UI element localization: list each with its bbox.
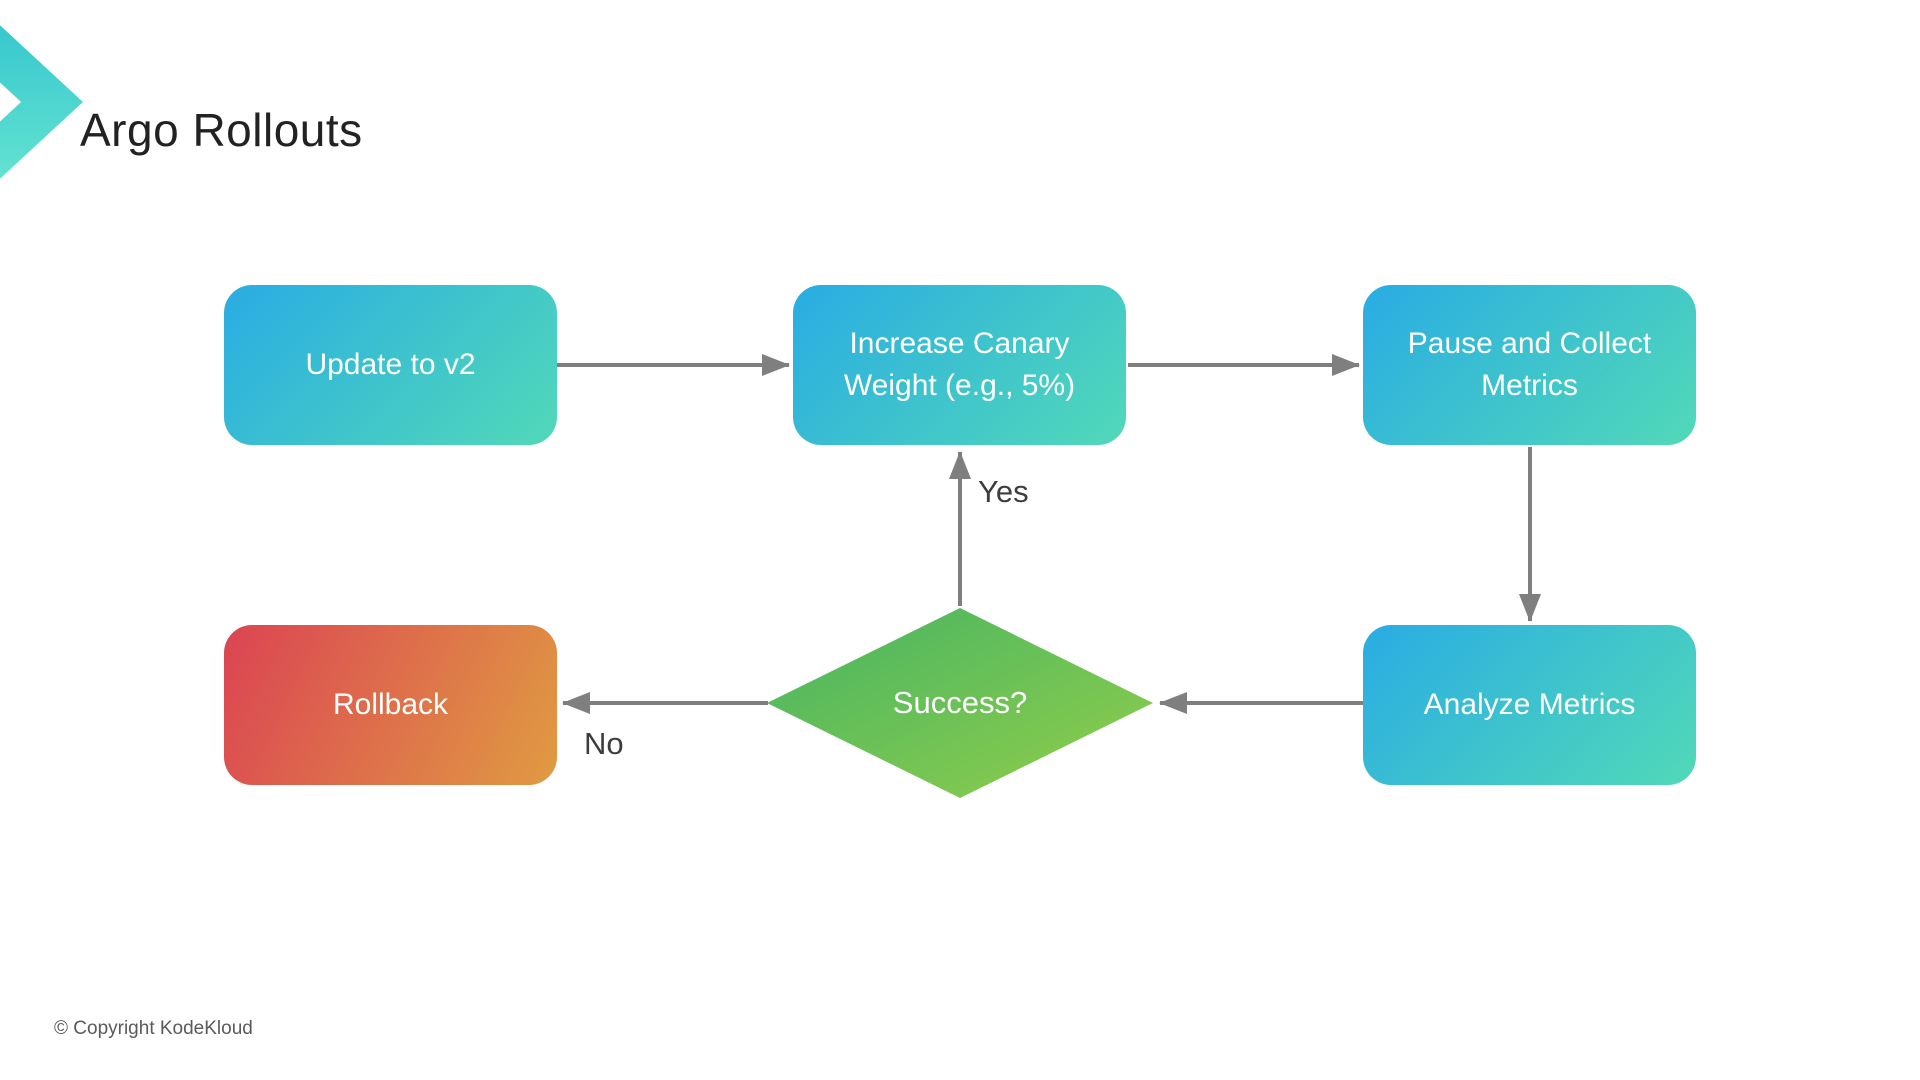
edge-label-yes: Yes [978,474,1029,509]
kodekloud-chevron-icon [0,25,83,179]
node-pause-and-collect-metrics: Pause and Collect Metrics [1363,285,1696,445]
node-success-label: Success? [892,685,1028,720]
node-success-shape [767,608,1153,798]
node-analyze-label: Analyze Metrics [1423,688,1636,721]
node-update-to-v2: Update to v2 [224,285,557,445]
node-increase-canary-weight: Increase Canary Weight (e.g., 5%) [793,285,1126,445]
node-analyze-metrics: Analyze Metrics [1363,625,1696,785]
node-canary-label: Increase Canary Weight (e.g., 5%) [843,327,1076,402]
node-update-label: Update to v2 [305,348,476,381]
edge-label-no: No [584,726,624,761]
node-rollback-label: Rollback [332,688,449,721]
node-pause-label: Pause and Collect Metrics [1407,327,1652,402]
node-rollback: Rollback [224,625,557,785]
page-title: Argo Rollouts [80,103,363,156]
copyright-notice: © Copyright KodeKloud [54,1018,253,1039]
